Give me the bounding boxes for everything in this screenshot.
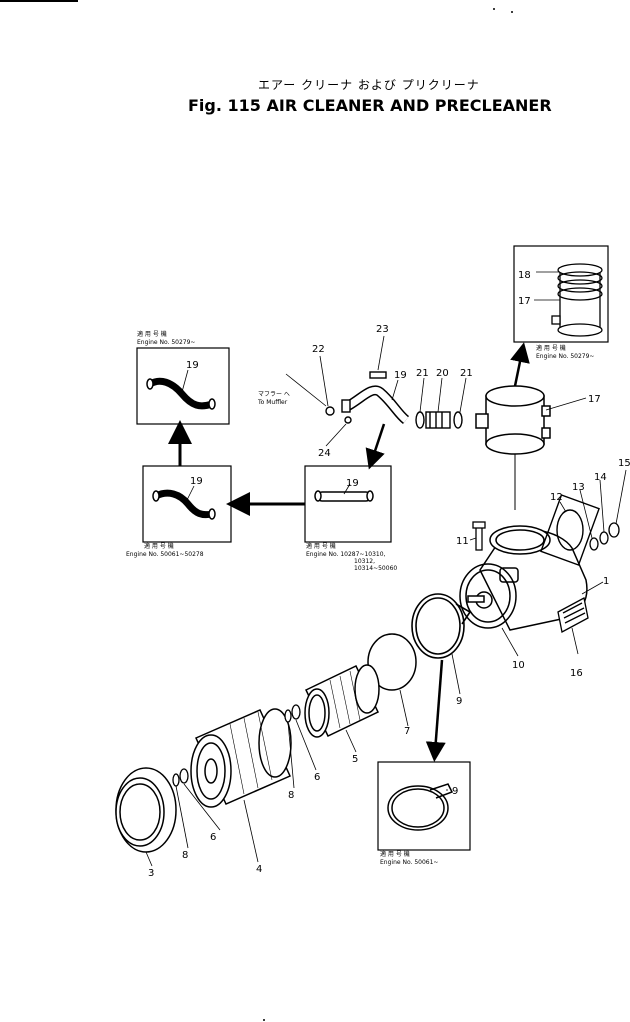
note-muffler-en: To Muffler — [257, 399, 288, 406]
callout-5: 5 — [352, 754, 358, 765]
callout-13: 13 — [572, 482, 585, 493]
inset-box-clamp-50061 — [377, 761, 471, 851]
air-cleaner-body-part-1 — [459, 525, 588, 631]
outer-element-part-4 — [190, 708, 292, 808]
arrow-to-inset-clamp — [425, 659, 446, 762]
note-muffler-jp: マフラー へ — [258, 391, 290, 398]
callout-16: 16 — [570, 668, 583, 679]
title-japanese: エアー クリーナ および プリクリーナ — [258, 78, 480, 92]
callout-17: 17 — [588, 394, 601, 405]
callout-19-inset-10287: 19 — [346, 478, 359, 489]
speck — [493, 8, 495, 10]
nameplate-part-16 — [557, 597, 589, 633]
precleaner-inset-drawing — [551, 263, 603, 337]
wingnuts-and-washers — [172, 704, 301, 787]
clamp-part-21-left — [415, 411, 425, 429]
callout-6-upper: 6 — [314, 772, 320, 783]
corner-rule — [0, 0, 78, 2]
callout-6-lower: 6 — [210, 832, 216, 843]
note-applic-jp-50061: 適 用 号 機 — [144, 542, 174, 550]
callout-14: 14 — [594, 472, 607, 483]
bolt-part-23 — [369, 371, 387, 379]
note-applic-jp-clamp: 適 用 号 機 — [380, 850, 410, 858]
note-engine-50061: Engine No. 50061~ — [380, 859, 438, 866]
callout-21-right: 21 — [460, 368, 473, 379]
note-engine-50061-50278: Engine No. 50061~50278 — [126, 551, 204, 558]
cover-part-3 — [115, 767, 177, 853]
clamp-part-21-right — [453, 411, 463, 429]
callout-9-inset: 9 — [452, 786, 458, 797]
callout-24: 24 — [318, 448, 331, 459]
note-engine-50279-right: Engine No. 50279~ — [536, 353, 594, 360]
inner-element-part-5 — [304, 664, 380, 738]
callout-10: 10 — [512, 660, 525, 671]
pipe-part-19-inset-10287 — [314, 490, 374, 502]
callout-7: 7 — [404, 726, 410, 737]
callout-18-inset: 18 — [518, 270, 531, 281]
muffler-pipe-assembly — [325, 371, 463, 429]
pipe-part-19-inset-50061 — [152, 489, 216, 520]
callout-8-upper: 8 — [288, 790, 294, 801]
nut-part-24 — [344, 416, 352, 424]
note-applic-jp-50279: 適 用 号 機 — [137, 330, 167, 338]
arrow-to-inset-precleaner — [510, 342, 530, 387]
callout-21-left: 21 — [416, 368, 429, 379]
callout-9: 9 — [456, 696, 462, 707]
figure-title: Fig. 115 AIR CLEANER AND PRECLEANER — [188, 96, 552, 115]
note-engine-10287-line2: 10312, — [354, 558, 375, 565]
callout-19-inset-50279: 19 — [186, 360, 199, 371]
pipe-part-19-inset-50279 — [146, 377, 216, 410]
note-applic-jp-precleaner: 適 用 号 機 — [536, 344, 566, 352]
note-engine-10287-line1: Engine No. 10287~10310, — [306, 551, 386, 558]
oring-part-7 — [367, 633, 417, 691]
callout-11: 11 — [456, 536, 469, 547]
clamp-inset-drawing — [387, 783, 454, 831]
callout-17-inset: 17 — [518, 296, 531, 307]
speck — [263, 1019, 265, 1021]
callout-15: 15 — [618, 458, 630, 469]
callout-20: 20 — [436, 368, 449, 379]
callout-19-inset-50061: 19 — [190, 476, 203, 487]
note-applic-jp-10287: 適 用 号 機 — [306, 542, 336, 550]
callout-19-main: 19 — [394, 370, 407, 381]
washers-parts-13-15 — [589, 522, 620, 551]
callout-8-lower: 8 — [182, 850, 188, 861]
bolt-part-11 — [472, 521, 486, 551]
note-engine-50279-top: Engine No. 50279~ — [137, 339, 195, 346]
clamp-ring-part-9 — [411, 593, 472, 659]
callout-4: 4 — [256, 864, 262, 875]
arrow-to-inset-10287 — [365, 423, 386, 470]
gasket-part-12 — [540, 494, 600, 566]
callout-3: 3 — [148, 868, 154, 879]
note-engine-10287-line3: 10314~50060 — [354, 565, 397, 572]
callout-1: 1 — [603, 576, 609, 587]
washer-part-22 — [325, 406, 335, 416]
speck — [511, 11, 513, 13]
leader-lines — [145, 271, 627, 867]
callout-22: 22 — [312, 344, 325, 355]
callout-23: 23 — [376, 324, 389, 335]
callout-12: 12 — [550, 492, 563, 503]
inset-box-precleaner-50279 — [513, 245, 609, 343]
precleaner-part-17 — [475, 385, 551, 510]
